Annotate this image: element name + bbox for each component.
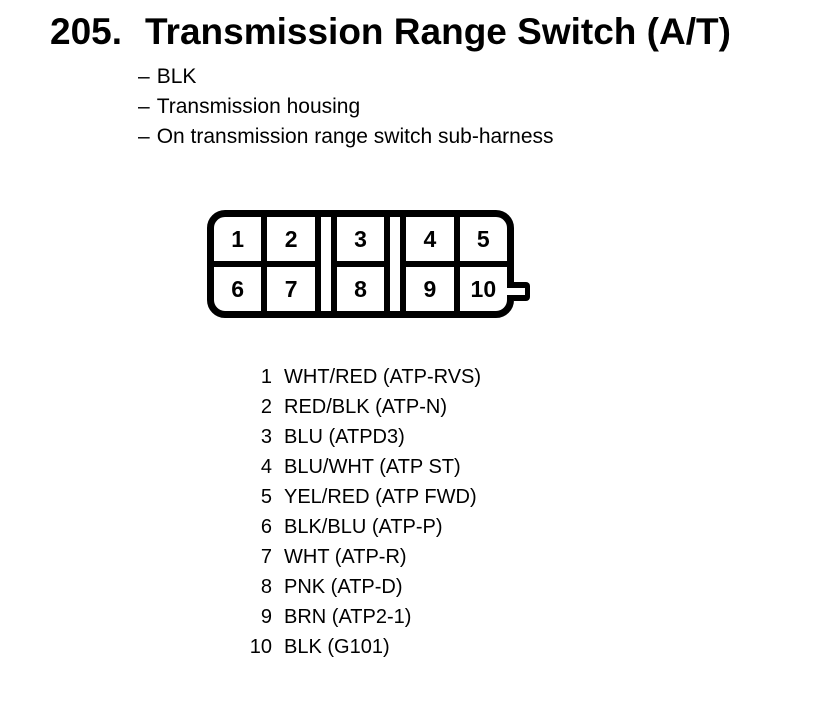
pin-number: 8: [260, 576, 272, 598]
connector-pin-cell: 7: [284, 275, 298, 302]
pinout-row: 1 WHT/RED (ATP-RVS): [240, 362, 481, 392]
pin-label: WHT (ATP-R): [284, 546, 407, 568]
dash-bullet: –: [138, 125, 150, 148]
pin-label: YEL/RED (ATP FWD): [284, 486, 477, 508]
detail-text: BLK: [156, 65, 197, 88]
pinout-row: 9 BRN (ATP2-1): [240, 602, 481, 632]
pinout-row: 6 BLK/BLU (ATP-P): [240, 512, 481, 542]
pin-number: 10: [249, 636, 272, 658]
connector-column: 2 7: [267, 217, 315, 311]
pin-number: 3: [260, 426, 272, 448]
detail-list: – BLK – Transmission housing – On transm…: [138, 62, 554, 152]
pin-label: BRN (ATP2-1): [284, 606, 412, 628]
connector-pin-cell: 10: [470, 275, 497, 302]
pin-label: BLK/BLU (ATP-P): [284, 516, 443, 538]
connector-column: 3 8: [336, 217, 385, 311]
detail-item: – On transmission range switch sub-harne…: [138, 122, 554, 152]
page-title: Transmission Range Switch (A/T): [145, 11, 731, 52]
pinout-row: 3 BLU (ATPD3): [240, 422, 481, 452]
connector-pin-cell: 8: [354, 275, 367, 302]
pin-number: 6: [260, 516, 272, 538]
pin-number: 7: [260, 546, 272, 568]
connector-body: 1 6 2 7 3 8 4 9 5 10: [207, 210, 514, 318]
connector-pin-cell: 3: [336, 217, 385, 267]
connector-column: 5 10: [459, 217, 507, 311]
pinout-row: 7 WHT (ATP-R): [240, 542, 481, 572]
section-heading: 205. Transmission Range Switch (A/T): [50, 12, 731, 52]
connector-key-slot: [384, 217, 407, 311]
pin-label: BLU (ATPD3): [284, 426, 405, 448]
detail-item: – Transmission housing: [138, 92, 554, 122]
connector-column: 4 9: [406, 217, 460, 311]
pin-label: RED/BLK (ATP-N): [284, 396, 447, 418]
section-number: 205.: [50, 11, 123, 52]
pin-number: 5: [260, 486, 272, 508]
pinout-row: 10 BLK (G101): [240, 632, 481, 662]
pinout-row: 5 YEL/RED (ATP FWD): [240, 482, 481, 512]
dash-bullet: –: [138, 65, 150, 88]
pin-number: 2: [260, 396, 272, 418]
connector-pin-cell: 2: [267, 217, 315, 267]
detail-item: – BLK: [138, 62, 554, 92]
pin-number: 1: [260, 366, 272, 388]
pin-label: BLU/WHT (ATP ST): [284, 456, 461, 478]
pinout-list: 1 WHT/RED (ATP-RVS) 2 RED/BLK (ATP-N) 3 …: [240, 362, 481, 662]
pinout-row: 4 BLU/WHT (ATP ST): [240, 452, 481, 482]
detail-text: On transmission range switch sub-harness: [156, 125, 554, 148]
connector-pin-cell: 4: [406, 217, 454, 267]
pin-label: BLK (G101): [284, 636, 390, 658]
connector-side-tab-notch: [506, 288, 525, 295]
connector-diagram: 1 6 2 7 3 8 4 9 5 10: [207, 210, 530, 318]
pinout-row: 2 RED/BLK (ATP-N): [240, 392, 481, 422]
connector-pin-cell: 1: [214, 217, 262, 267]
pin-label: PNK (ATP-D): [284, 576, 403, 598]
dash-bullet: –: [138, 95, 150, 118]
connector-pin-cell: 5: [459, 217, 507, 267]
connector-pin-cell: 9: [423, 275, 437, 302]
pin-number: 9: [260, 606, 272, 628]
connector-column: 1 6: [214, 217, 268, 311]
connector-pin-cell: 6: [231, 275, 245, 302]
pin-number: 4: [260, 456, 272, 478]
pinout-row: 8 PNK (ATP-D): [240, 572, 481, 602]
pin-label: WHT/RED (ATP-RVS): [284, 366, 482, 388]
connector-key-slot: [314, 217, 337, 311]
detail-text: Transmission housing: [156, 95, 361, 118]
